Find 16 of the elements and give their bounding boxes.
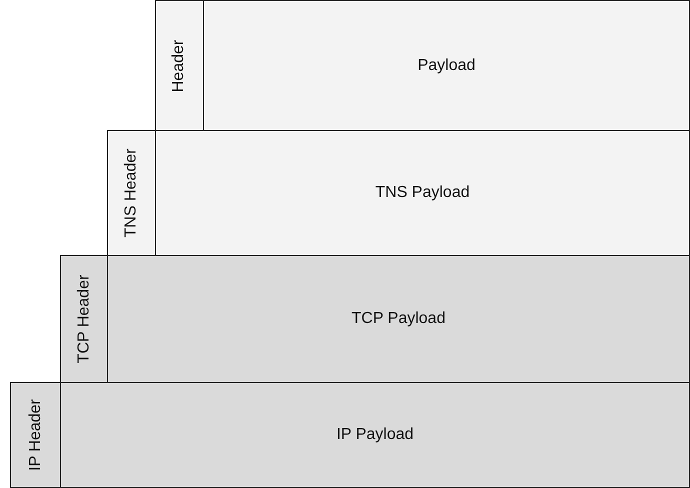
payload-block <box>203 0 690 131</box>
payload-label: IP Payload <box>336 426 414 444</box>
payload-label: TNS Payload <box>375 184 470 202</box>
header-label: TCP Header <box>75 274 93 364</box>
payload-block <box>60 382 690 488</box>
header-label: Header <box>170 39 188 92</box>
header-block <box>10 382 61 488</box>
header-block <box>155 0 204 131</box>
header-label: TNS Header <box>122 148 140 238</box>
header-block <box>60 255 108 383</box>
header-block <box>107 130 156 256</box>
payload-block <box>155 130 690 256</box>
header-label: IP Header <box>26 399 44 471</box>
payload-label: TCP Payload <box>352 310 446 328</box>
payload-label: Payload <box>418 56 476 74</box>
payload-block <box>107 255 690 383</box>
